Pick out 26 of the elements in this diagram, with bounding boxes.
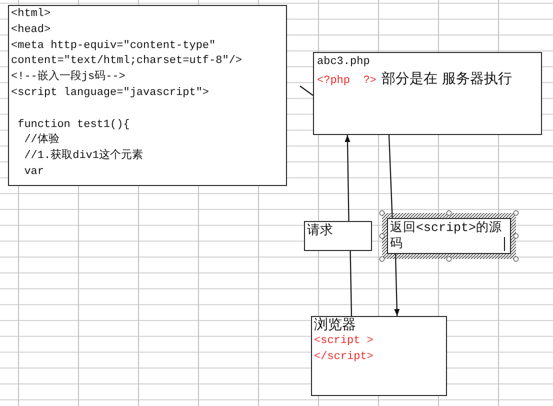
php-tag: <?php ?>: [317, 74, 376, 90]
response-box: [387, 218, 511, 254]
script-tag: </script>: [314, 350, 374, 366]
server-box: [313, 52, 542, 135]
request-text: 请求: [307, 223, 333, 239]
connector-line: [300, 86, 314, 96]
browser-title: 浏览器: [314, 317, 356, 334]
browser-box: [311, 316, 447, 396]
code-line: function test1(){: [18, 118, 130, 133]
code-line: //体验: [24, 133, 60, 148]
code-line: <meta http-equiv="content-type": [11, 38, 216, 54]
code-box: [8, 5, 287, 186]
code-line: <!--嵌入一段js码-->: [11, 70, 126, 86]
code-line: <script language="javascript">: [11, 86, 210, 101]
code-line: var: [24, 164, 44, 180]
note-text: 部分是在 服务器执行: [381, 70, 512, 87]
code-line: <html>: [11, 7, 51, 22]
arrow: [344, 135, 350, 221]
response-text: 返回<script>的源码: [390, 220, 503, 252]
file-name: abc3.php: [317, 55, 370, 70]
code-line: content="text/html;charset=utf-8"/>: [11, 54, 242, 70]
connector-line: [350, 251, 352, 316]
code-line: //1.获取div1这个元素: [24, 149, 143, 164]
request-box: [304, 221, 372, 251]
script-tag: <script >: [314, 334, 374, 350]
code-line: <head>: [11, 22, 51, 38]
